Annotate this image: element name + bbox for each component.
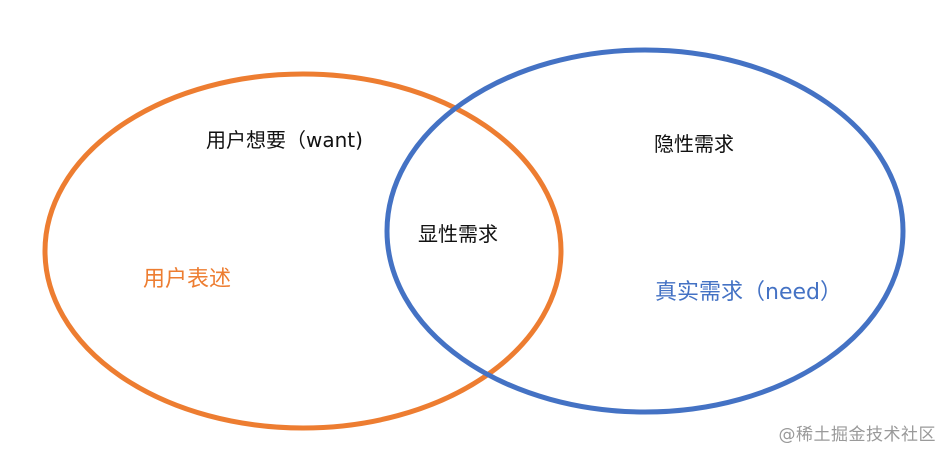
label-real-need: 真实需求（need）: [655, 280, 842, 305]
label-implicit-need: 隐性需求: [654, 132, 734, 156]
label-user-want: 用户想要（want): [206, 128, 363, 152]
label-explicit-need: 显性需求: [418, 222, 498, 246]
right-ellipse-real-need: [384, 47, 906, 415]
left-ellipse-user-expression: [42, 71, 564, 431]
label-user-expression: 用户表述: [143, 267, 231, 292]
watermark-text: @稀土掘金技术社区: [778, 425, 936, 445]
